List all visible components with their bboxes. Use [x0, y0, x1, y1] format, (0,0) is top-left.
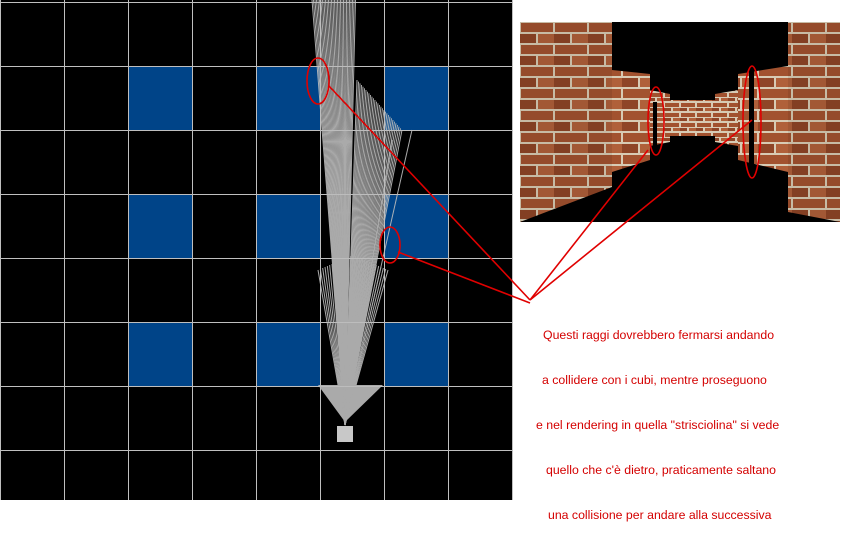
- wall-cube: [385, 67, 448, 130]
- player-marker: [337, 426, 353, 442]
- wall-cube: [129, 323, 192, 386]
- wall-cube: [129, 195, 192, 258]
- wall-right-mid: [738, 66, 788, 172]
- caption-line: una collisione per andare alla successiv…: [548, 508, 772, 522]
- wall-cube: [385, 323, 448, 386]
- caption-line: quello che c'è dietro, praticamente salt…: [546, 463, 776, 477]
- caption-line: e nel rendering in quella "strisciolina"…: [536, 418, 780, 432]
- wall-cube: [257, 67, 320, 130]
- wall-cube: [257, 323, 320, 386]
- caption-line: a collidere con i cubi, mentre proseguon…: [542, 373, 767, 387]
- caption-line: Questi raggi dovrebbero fermarsi andando: [543, 328, 775, 342]
- wall-back: [670, 100, 715, 136]
- annotation-caption: Questi raggi dovrebbero fermarsi andando…: [536, 298, 840, 538]
- top-down-grid-map: [0, 0, 513, 500]
- wall-cube: [129, 67, 192, 130]
- wall-right-far: [715, 90, 738, 146]
- wall-left-mid: [612, 70, 650, 172]
- gap-strip-right: [749, 67, 754, 167]
- gap-strip-left: [653, 102, 657, 152]
- wall-right-near: [788, 22, 840, 222]
- grid-lines: [0, 0, 513, 500]
- raycast-3d-render-view: [520, 22, 840, 222]
- wall-cube: [385, 195, 448, 258]
- wall-cube: [257, 195, 320, 258]
